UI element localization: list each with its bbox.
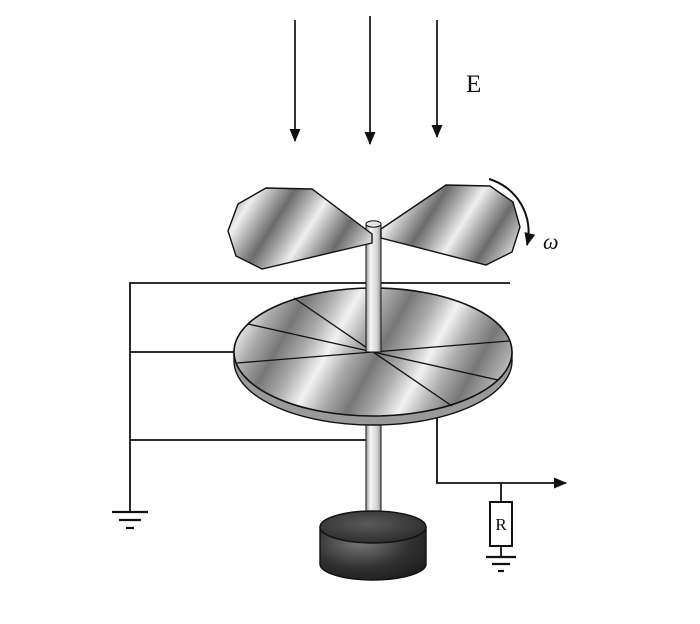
e-field-arrows xyxy=(289,16,443,145)
motor-base xyxy=(319,510,427,581)
resistor-label: R xyxy=(495,515,507,534)
rotation-arrow-icon xyxy=(488,178,536,246)
rotor-vane-left xyxy=(227,187,373,270)
rotor-shaft-cap xyxy=(365,220,382,228)
ground-symbol-right-icon xyxy=(486,555,516,573)
wire-ground-left xyxy=(112,282,510,530)
ground-symbol-left-icon xyxy=(112,510,148,530)
wire-left-vertical xyxy=(129,282,510,512)
electric-field-label: E xyxy=(466,71,481,98)
rotor-vanes xyxy=(227,184,521,270)
output-arrow-icon xyxy=(436,414,567,489)
wire-output xyxy=(436,414,567,573)
motor-top xyxy=(319,510,427,544)
angular-velocity-label: ω xyxy=(543,229,559,254)
rotor-vane-right xyxy=(380,184,521,266)
rotor-shaft xyxy=(365,220,382,353)
